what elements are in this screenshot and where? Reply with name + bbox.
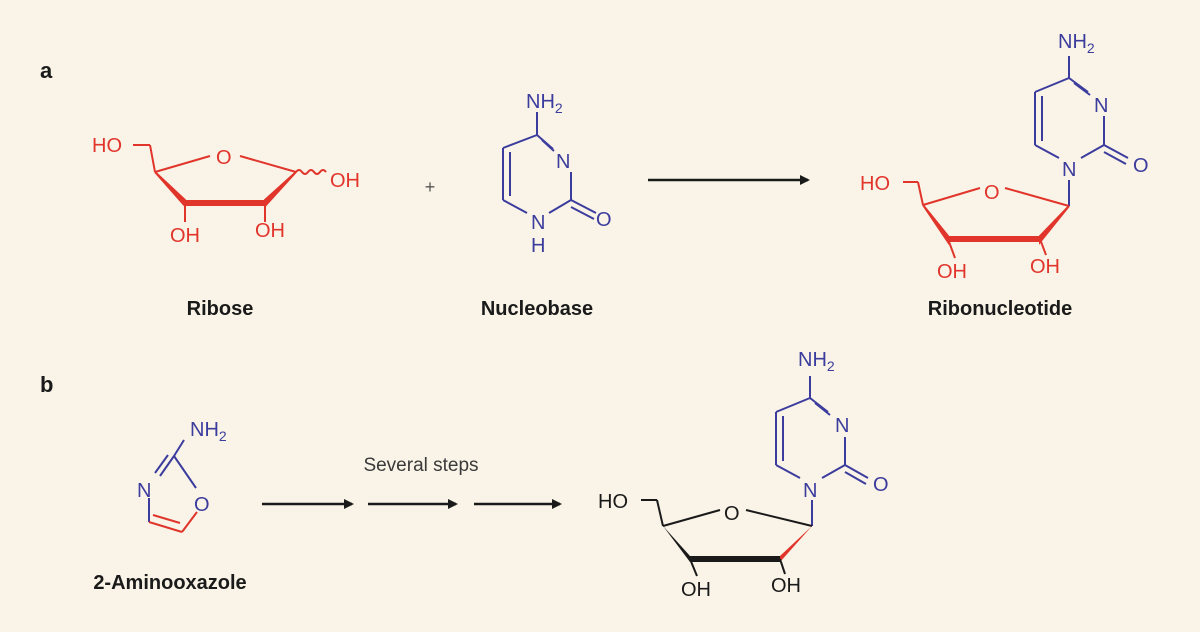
product-ho: HO <box>598 491 628 513</box>
nucleobase-structure <box>502 112 597 220</box>
aminooxazole-nh2: NH2 <box>190 419 227 444</box>
nucleobase-h: H <box>531 235 545 257</box>
ribose-oh-2: OH <box>170 225 200 247</box>
ribonucleotide-ho: HO <box>860 173 890 195</box>
product-oh-2: OH <box>681 579 711 601</box>
product-n1: N <box>803 480 817 502</box>
product-ring-o: O <box>724 503 740 525</box>
ribonucleotide-sugar-labels: HO O OH OH <box>860 173 1060 283</box>
aminooxazole-o: O <box>194 494 210 516</box>
ribose-ho: HO <box>92 135 122 157</box>
nucleobase-n3: N <box>556 151 570 173</box>
ribonucleotide-n1: N <box>1062 159 1076 181</box>
aminooxazole-n: N <box>137 480 151 502</box>
nucleobase-name: Nucleobase <box>481 298 593 320</box>
ribose-oh-anomeric: OH <box>330 170 360 192</box>
ribose-oh-3: OH <box>255 220 285 242</box>
several-steps-label: Several steps <box>363 455 478 476</box>
ribonucleotide-base-labels: NH2 N O N <box>1058 31 1149 181</box>
panel-label-b: b <box>40 372 53 397</box>
ribonucleotide-base-structure <box>1034 56 1129 206</box>
product-o: O <box>873 474 889 496</box>
ribonucleotide-ring-o: O <box>984 182 1000 204</box>
ribose-structure <box>133 144 327 222</box>
ribonucleotide-oh-2: OH <box>937 261 967 283</box>
ribonucleotide-oh-3: OH <box>1030 256 1060 278</box>
ribonucleotide-name: Ribonucleotide <box>928 298 1072 320</box>
aminooxazole-labels: NH2 N O <box>137 419 227 516</box>
product-base-labels: NH2 N O N <box>798 349 889 502</box>
product-oh-3: OH <box>771 575 801 597</box>
product-nh2: NH2 <box>798 349 835 374</box>
ribonucleotide-n3: N <box>1094 95 1108 117</box>
ribose-name: Ribose <box>187 298 254 320</box>
ribose-ring-o: O <box>216 147 232 169</box>
aminooxazole-structure <box>148 439 198 533</box>
product-n3: N <box>835 415 849 437</box>
plus-sign: + <box>425 177 436 197</box>
product-sugar-labels: HO O OH OH <box>598 491 801 601</box>
ribonucleotide-o: O <box>1133 155 1149 177</box>
product-sugar-structure <box>641 499 813 577</box>
panel-label-a: a <box>40 58 53 83</box>
ribonucleotide-nh2: NH2 <box>1058 31 1095 56</box>
nucleobase-nh2: NH2 <box>526 91 563 116</box>
nucleobase-n1: N <box>531 212 545 234</box>
nucleobase-o: O <box>596 209 612 231</box>
ribonucleotide-sugar-structure <box>903 181 1070 259</box>
product-base-structure <box>775 376 869 485</box>
ribose-labels: HO O OH OH OH <box>92 135 360 247</box>
aminooxazole-name: 2-Aminooxazole <box>93 572 246 594</box>
nucleobase-labels: NH2 N O N H <box>526 91 612 257</box>
